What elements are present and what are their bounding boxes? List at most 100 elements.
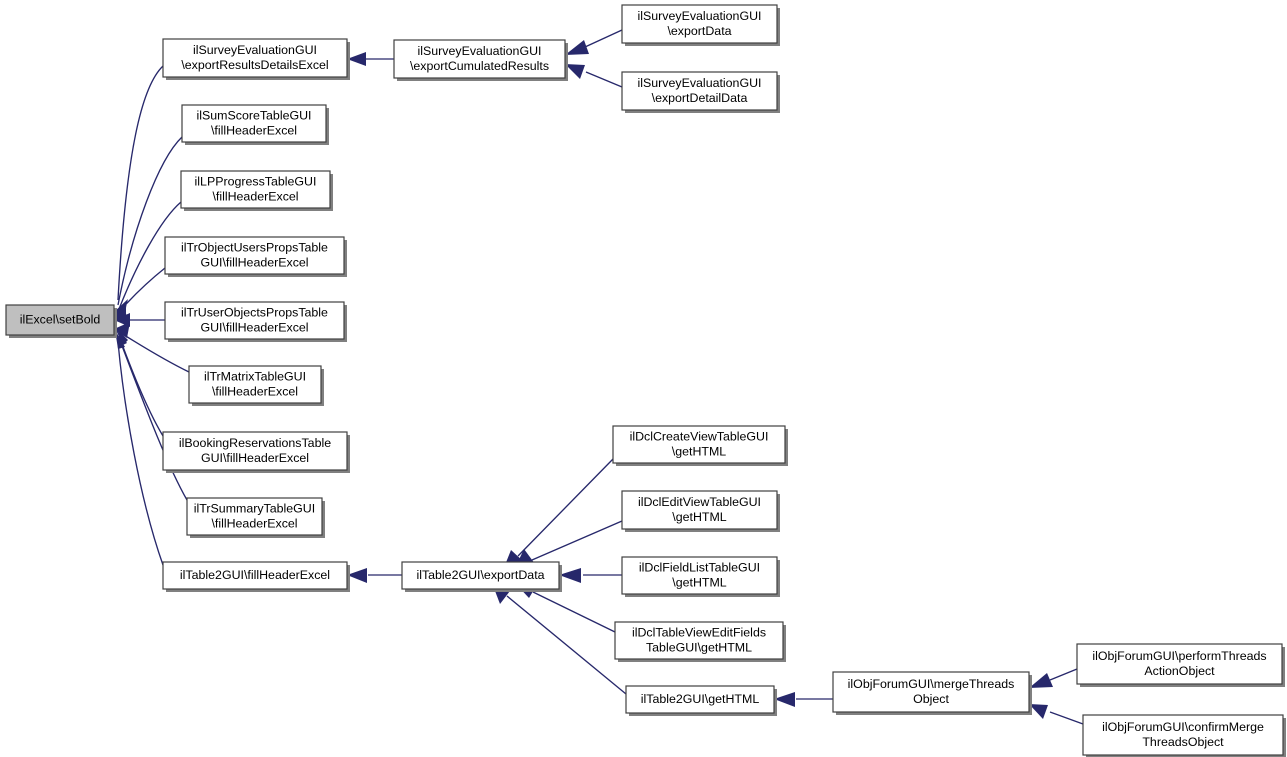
call-edge-dclFieldList-to-table2exportData	[559, 568, 622, 583]
graph-node-table2fillHeader[interactable]: ilTable2GUI\fillHeaderExcel	[162, 561, 350, 592]
graph-node-dclFieldList[interactable]: ilDclFieldListTableGUI\getHTML	[621, 556, 780, 597]
graph-node-exportDetailData[interactable]: ilSurveyEvaluationGUI\exportDetailData	[621, 71, 780, 113]
arrow-head-icon	[1029, 673, 1053, 688]
edge-line	[532, 591, 616, 633]
node-label-line: ilObjForumGUI\performThreads	[1092, 649, 1266, 663]
graph-node-trSummary[interactable]: ilTrSummaryTableGUI\fillHeaderExcel	[186, 497, 325, 538]
node-label-line: ilLPProgressTableGUI	[195, 174, 317, 188]
node-box[interactable]	[832, 671, 1030, 713]
call-edge-mergeThreads-to-table2getHTML	[774, 692, 833, 707]
graph-node-table2exportData[interactable]: ilTable2GUI\exportData	[401, 561, 562, 592]
node-label-line: ilDclFieldListTableGUI	[639, 560, 760, 574]
arrow-head-icon	[347, 568, 367, 583]
call-edge-trObjectUsers-to-setBold	[114, 267, 166, 322]
graph-node-exportResDetExcel[interactable]: ilSurveyEvaluationGUI\exportResultsDetai…	[162, 38, 350, 80]
arrow-head-icon	[115, 328, 127, 345]
node-label-line: \getHTML	[672, 510, 727, 524]
node-label-line: ilTrSummaryTableGUI	[194, 501, 315, 515]
arrow-head-icon	[565, 64, 585, 79]
graph-node-lpProgress[interactable]: ilLPProgressTableGUI\fillHeaderExcel	[180, 170, 333, 211]
call-edge-exportResDetExcel-to-setBold	[114, 65, 164, 322]
graph-node-trUserObjects[interactable]: ilTrUserObjectsPropsTableGUI\fillHeaderE…	[164, 301, 347, 342]
node-label-line: \fillHeaderExcel	[212, 189, 298, 203]
node-box[interactable]	[614, 621, 784, 660]
node-label-line: Object	[913, 692, 949, 706]
edge-line	[585, 71, 623, 88]
edge-line	[117, 65, 164, 301]
node-label-line: ilBookingReservationsTable	[179, 436, 331, 450]
arrow-head-icon	[114, 313, 130, 327]
edge-line	[117, 341, 164, 566]
node-label-line: ThreadsObject	[1142, 735, 1224, 749]
call-edge-trSummary-to-setBold	[115, 328, 188, 501]
node-label-line: ilDclEditViewTableGUI	[638, 495, 761, 509]
graph-node-table2getHTML[interactable]: ilTable2GUI\getHTML	[625, 685, 777, 716]
node-label-line: ilSurveyEvaluationGUI	[638, 9, 762, 23]
call-edge-table2getHTML-to-table2exportData	[492, 583, 627, 695]
node-box[interactable]	[180, 170, 331, 209]
node-box[interactable]	[188, 365, 322, 404]
node-box[interactable]	[162, 561, 348, 590]
arrow-head-icon	[347, 52, 366, 66]
node-label-line: GUI\fillHeaderExcel	[201, 451, 309, 465]
arrow-head-icon	[115, 327, 128, 343]
call-edge-exportCumulated-to-exportResDetExcel	[347, 52, 394, 66]
node-label-line: \fillHeaderExcel	[212, 384, 298, 398]
call-edge-table2fillHeader-to-setBold	[115, 330, 164, 566]
node-box[interactable]	[625, 685, 775, 714]
node-box[interactable]	[181, 104, 327, 143]
node-box[interactable]	[393, 39, 566, 79]
node-box[interactable]	[612, 425, 786, 464]
arrow-head-icon	[115, 330, 125, 349]
call-edge-dclEditView-to-table2exportData	[515, 520, 623, 568]
node-box[interactable]	[1082, 714, 1284, 756]
node-label-line: GUI\fillHeaderExcel	[200, 255, 308, 269]
node-label-line: ilDclCreateViewTableGUI	[630, 429, 769, 443]
node-label-line: GUI\fillHeaderExcel	[200, 320, 308, 334]
edge-line	[1049, 711, 1084, 725]
node-box[interactable]	[621, 490, 778, 530]
arrow-head-icon	[559, 568, 581, 583]
node-box[interactable]	[5, 304, 115, 336]
edge-line	[517, 458, 614, 557]
call-edge-exportData_survey-to-exportCumulated	[565, 29, 623, 55]
node-box[interactable]	[164, 301, 345, 340]
call-edge-trMatrix-to-setBold	[114, 322, 190, 373]
node-label-line: ilObjForumGUI\confirmMerge	[1102, 720, 1264, 734]
node-box[interactable]	[162, 38, 348, 78]
graph-node-bookingRes[interactable]: ilBookingReservationsTableGUI\fillHeader…	[162, 431, 350, 473]
edge-line	[1049, 668, 1078, 681]
node-box[interactable]	[186, 497, 323, 536]
graph-node-dclEditView[interactable]: ilDclEditViewTableGUI\getHTML	[621, 490, 780, 532]
node-label-line: ActionObject	[1144, 664, 1215, 678]
graph-node-setBold[interactable]: ilExcel\setBold	[5, 304, 117, 338]
node-box[interactable]	[164, 236, 345, 275]
node-label-line: ilTable2GUI\getHTML	[641, 692, 760, 706]
node-label-line: \exportDetailData	[652, 91, 748, 105]
edges-layer	[114, 29, 1084, 725]
call-edge-confirmMerge-to-mergeThreads	[1029, 704, 1084, 725]
graph-node-exportCumulated[interactable]: ilSurveyEvaluationGUI\exportCumulatedRes…	[393, 39, 568, 81]
call-edge-table2exportData-to-table2fillHeader	[347, 568, 402, 583]
graph-node-exportData_survey[interactable]: ilSurveyEvaluationGUI\exportData	[621, 4, 780, 46]
graph-node-trMatrix[interactable]: ilTrMatrixTableGUI\fillHeaderExcel	[188, 365, 324, 406]
node-box[interactable]	[401, 561, 560, 590]
node-box[interactable]	[162, 431, 348, 471]
node-box[interactable]	[1076, 643, 1283, 685]
node-label-line: ilObjForumGUI\mergeThreads	[848, 677, 1015, 691]
graph-node-sumScore[interactable]: ilSumScoreTableGUI\fillHeaderExcel	[181, 104, 329, 145]
node-box[interactable]	[621, 71, 778, 111]
node-label-line: \exportCumulatedResults	[410, 59, 549, 73]
call-edge-exportDetailData-to-exportCumulated	[565, 64, 623, 88]
graph-node-dclCreateView[interactable]: ilDclCreateViewTableGUI\getHTML	[612, 425, 788, 466]
graph-node-trObjectUsers[interactable]: ilTrObjectUsersPropsTableGUI\fillHeaderE…	[164, 236, 347, 277]
edge-line	[531, 520, 623, 561]
node-box[interactable]	[621, 556, 778, 595]
node-box[interactable]	[621, 4, 778, 44]
edge-line	[118, 201, 182, 310]
